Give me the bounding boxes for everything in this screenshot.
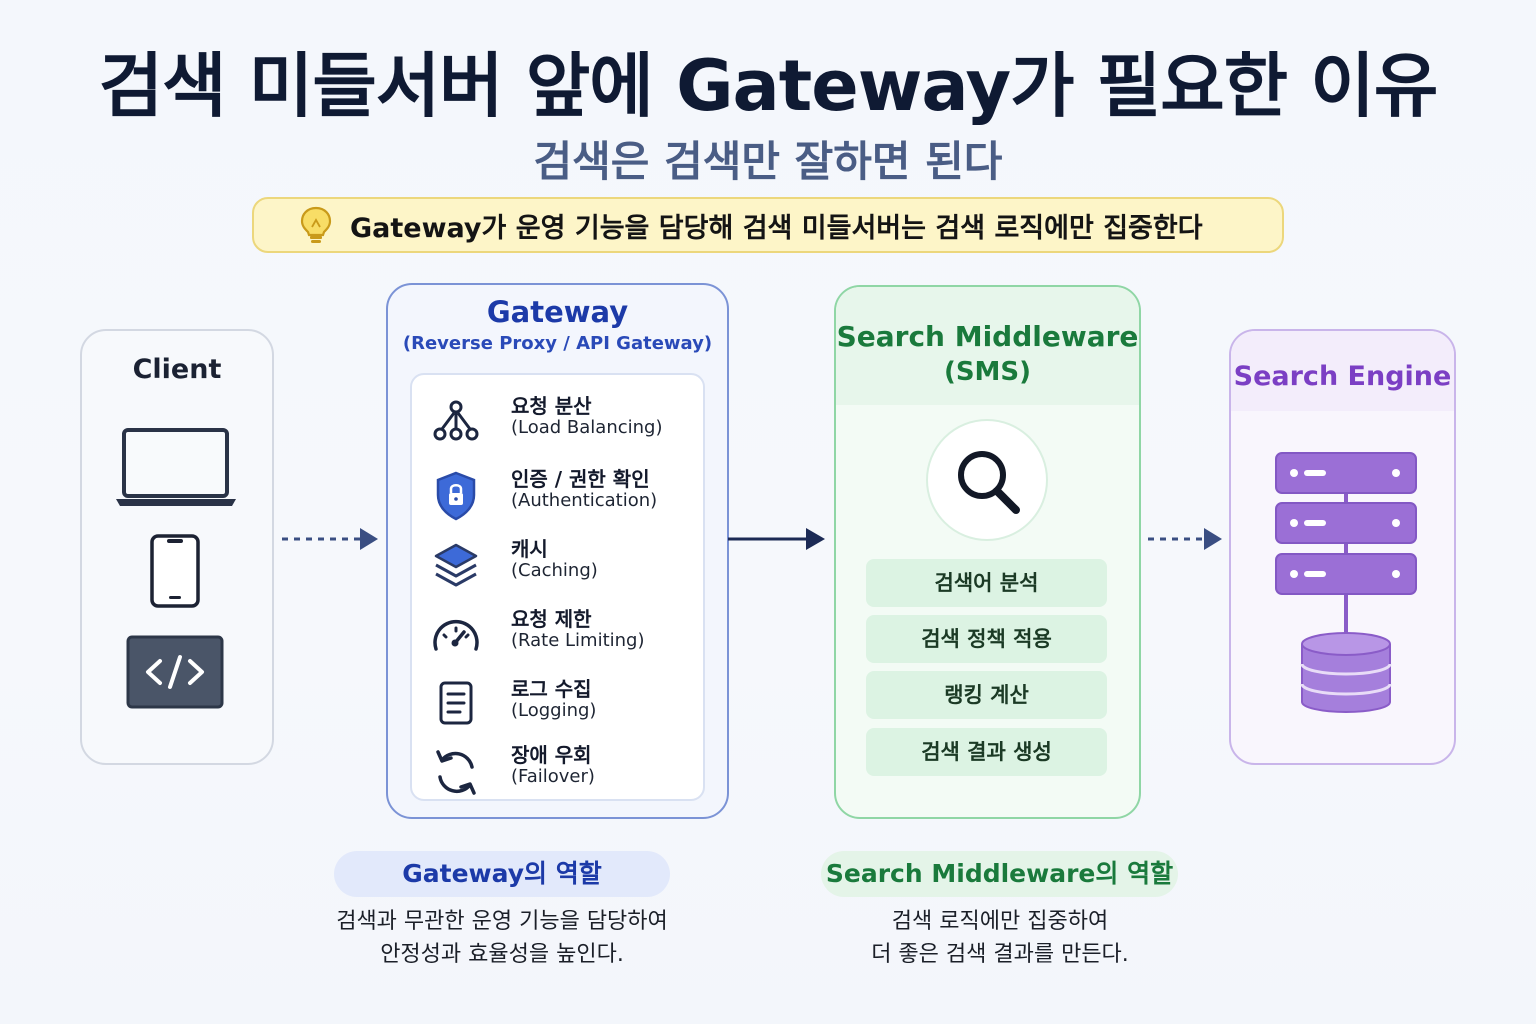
middleware-to-engine-arrow [1148, 528, 1222, 550]
gateway-to-middleware-arrow [728, 528, 825, 550]
gateway-item-label: 요청 분산 [511, 394, 592, 418]
shield-lock-icon [436, 471, 476, 521]
search-engine-header [1231, 331, 1454, 411]
code-icon [126, 635, 224, 709]
client-title: Client [132, 354, 222, 385]
page-title: 검색 미들서버 앞에 Gateway가 필요한 이유 [98, 45, 1438, 127]
gateway-item-sublabel: (Logging) [511, 700, 597, 721]
search-middleware-title: Search Middleware [836, 320, 1139, 353]
search-middleware-subtitle: (SMS) [943, 357, 1032, 387]
gateway-item-authentication: 인증 / 권한 확인 (Authentication) [430, 463, 700, 523]
gateway-item-sublabel: (Caching) [511, 560, 598, 581]
callout-banner: Gateway가 운영 기능을 담당해 검색 미들서버는 검색 로직에만 집중한… [252, 197, 1284, 253]
database-icon [1300, 632, 1392, 713]
laptop-icon [116, 428, 236, 506]
gateway-title: Gateway [486, 295, 629, 329]
sms-function-query-analysis: 검색어 분석 [866, 559, 1107, 607]
gateway-feature-list [410, 373, 705, 801]
gauge-icon [433, 619, 479, 651]
sms-function-policy: 검색 정책 적용 [866, 615, 1107, 663]
gateway-item-label: 장애 우회 [511, 743, 592, 767]
gateway-item-load-balancing: 요청 분산 (Load Balancing) [430, 390, 700, 450]
search-middleware-role-description: 검색 로직에만 집중하여 더 좋은 검색 결과를 만든다. [800, 905, 1200, 971]
gateway-item-label: 요청 제한 [511, 607, 592, 631]
search-middleware-header [836, 287, 1139, 405]
gateway-item-label: 캐시 [511, 537, 548, 561]
callout-text: Gateway가 운영 기능을 담당해 검색 미들서버는 검색 로직에만 집중한… [350, 212, 1203, 244]
gateway-item-sublabel: (Rate Limiting) [511, 630, 645, 651]
refresh-icon [436, 750, 476, 795]
gateway-role-description: 검색과 무관한 운영 기능을 담당하여 안정성과 효율성을 높인다. [300, 905, 704, 971]
gateway-item-rate-limiting: 요청 제한 (Rate Limiting) [430, 603, 700, 663]
gateway-role-desc-line-1: 검색과 무관한 운영 기능을 담당하여 [336, 909, 668, 934]
lightbulb-icon [300, 206, 332, 243]
search-middleware-role-desc-line-1: 검색 로직에만 집중하여 [891, 909, 1109, 934]
gateway-item-sublabel: (Failover) [511, 766, 595, 787]
smartphone-icon [150, 534, 200, 608]
gateway-item-sublabel: (Authentication) [511, 490, 658, 511]
gateway-role-label: Gateway의 역할 [334, 851, 670, 897]
search-icon-container [926, 419, 1048, 541]
search-middleware-role-desc-line-2: 더 좋은 검색 결과를 만든다. [871, 942, 1129, 967]
gateway-subtitle: (Reverse Proxy / API Gateway) [402, 333, 713, 354]
gateway-item-failover: 장애 우회 (Failover) [430, 739, 700, 799]
gateway-item-label: 로그 수집 [511, 677, 592, 701]
document-icon [439, 681, 473, 725]
sms-function-ranking: 랭킹 계산 [866, 671, 1107, 719]
gateway-item-logging: 로그 수집 (Logging) [430, 673, 700, 733]
page-subtitle: 검색은 검색만 잘하면 된다 [533, 137, 1003, 186]
load-balancing-icon [433, 400, 479, 441]
client-to-gateway-arrow [282, 528, 378, 550]
gateway-item-label: 인증 / 권한 확인 [511, 467, 650, 491]
gateway-role-desc-line-2: 안정성과 효율성을 높인다. [380, 942, 624, 967]
server-stack-icon [1275, 452, 1417, 713]
gateway-item-sublabel: (Load Balancing) [511, 417, 663, 438]
search-engine-title: Search Engine [1233, 361, 1452, 392]
sms-function-result: 검색 결과 생성 [866, 728, 1107, 776]
search-icon [958, 451, 1020, 514]
search-middleware-role-label: Search Middleware의 역할 [821, 851, 1178, 897]
layers-icon [434, 543, 478, 587]
gateway-item-caching: 캐시 (Caching) [430, 533, 700, 593]
